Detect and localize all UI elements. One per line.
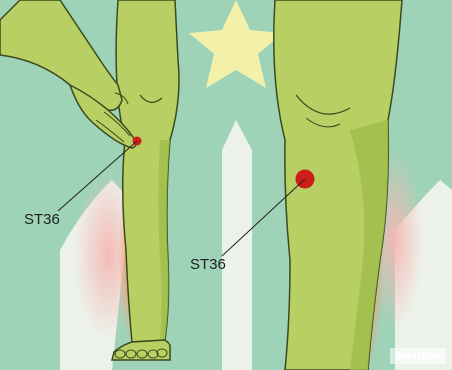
watermark-logo: wikiHow bbox=[390, 348, 446, 364]
watermark-part-b: How bbox=[417, 350, 440, 362]
watermark-part-a: wiki bbox=[396, 350, 417, 362]
acupoint-label-left: ST36 bbox=[24, 211, 60, 228]
acupoint-label-right: ST36 bbox=[190, 256, 226, 273]
white-arch-center bbox=[222, 120, 252, 370]
